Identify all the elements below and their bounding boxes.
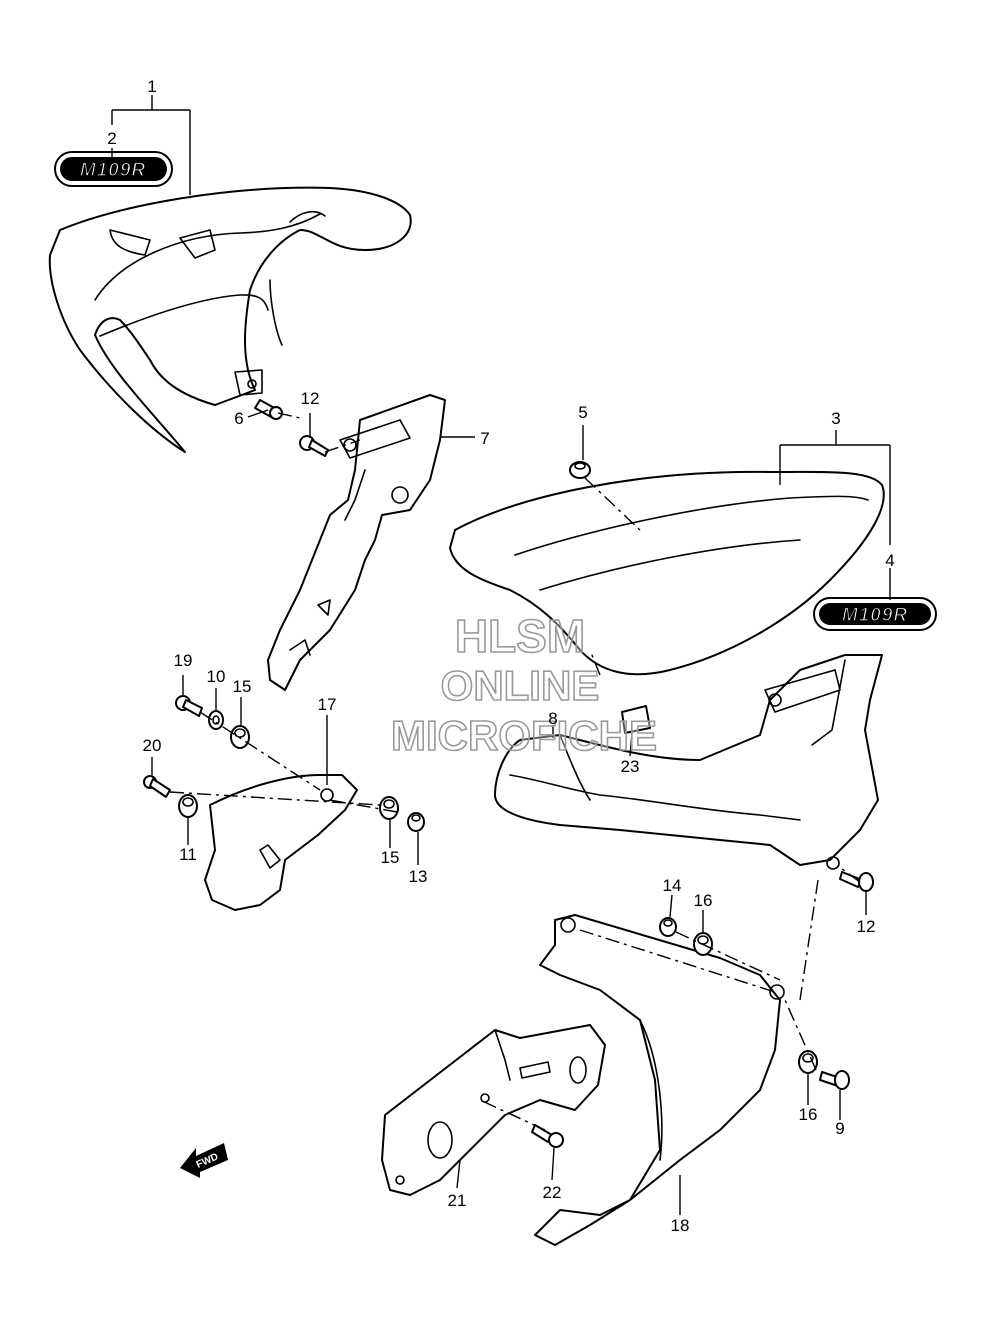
guard-18 (534, 914, 785, 1246)
emblem-2: M109R (54, 151, 173, 187)
frame-cover-right (449, 470, 885, 676)
bolt-22 (531, 1124, 564, 1148)
grommet-16-lower (798, 1050, 818, 1074)
fwd-arrow-icon: FWD (180, 1143, 228, 1178)
callouts: 1 2 3 4 5 6 7 8 9 10 11 12 12 13 14 15 1… (107, 77, 894, 1235)
assembly-lines (169, 412, 861, 1131)
watermark-line2: ONLINE (441, 662, 600, 709)
grommet-15-lower (379, 796, 399, 820)
bolt-19 (175, 695, 203, 717)
callout-13: 13 (409, 867, 428, 886)
callout-9: 9 (835, 1119, 844, 1138)
bolt-9 (819, 1070, 850, 1090)
frame-cover-8 (494, 654, 883, 870)
screw-6 (254, 399, 283, 420)
callout-2: 2 (107, 129, 116, 148)
bracket-7 (267, 394, 446, 691)
callout-10: 10 (207, 667, 226, 686)
frame-cover-left (48, 186, 412, 453)
watermark-line1: HLSM (455, 610, 585, 662)
callout-15-lower: 15 (381, 848, 400, 867)
bracket-21 (381, 1024, 606, 1196)
emblem-4: M109R (813, 597, 937, 631)
callout-15-upper: 15 (233, 677, 252, 696)
callout-16-lower: 16 (799, 1105, 818, 1124)
guard-17 (204, 774, 358, 911)
callout-7: 7 (480, 429, 489, 448)
collar-13 (407, 812, 425, 832)
callout-12-upper: 12 (301, 389, 320, 408)
callout-19: 19 (174, 651, 193, 670)
callout-14: 14 (663, 876, 682, 895)
emblem-4-text: M109R (842, 605, 908, 626)
emblem-2-text: M109R (80, 160, 146, 181)
callout-5: 5 (578, 403, 587, 422)
callout-3: 3 (831, 409, 840, 428)
grommet-15-upper (230, 725, 250, 749)
watermark-line3: MICROFICHE (391, 712, 657, 759)
callout-12-lower: 12 (857, 917, 876, 936)
callout-1: 1 (147, 77, 156, 96)
callout-11: 11 (179, 845, 197, 864)
bolt-12-lower (839, 871, 874, 892)
callout-17: 17 (318, 695, 337, 714)
collar-14 (659, 917, 677, 937)
pad-23 (621, 705, 651, 734)
washer-10 (208, 710, 224, 730)
callout-20: 20 (143, 736, 162, 755)
callout-22: 22 (543, 1183, 562, 1202)
callout-6: 6 (234, 409, 243, 428)
bolt-12-upper (299, 435, 329, 457)
watermark: HLSM ONLINE MICROFICHE (390, 609, 658, 760)
leader-lines (111, 95, 891, 1215)
callout-23: 23 (621, 757, 640, 776)
callout-21: 21 (448, 1191, 467, 1210)
grommet-11 (178, 794, 198, 818)
callout-4: 4 (885, 551, 894, 570)
callout-18: 18 (671, 1216, 690, 1235)
callout-8: 8 (548, 709, 557, 728)
callout-16-upper: 16 (694, 891, 713, 910)
grommet-5 (569, 461, 591, 479)
bolt-20 (143, 775, 171, 798)
